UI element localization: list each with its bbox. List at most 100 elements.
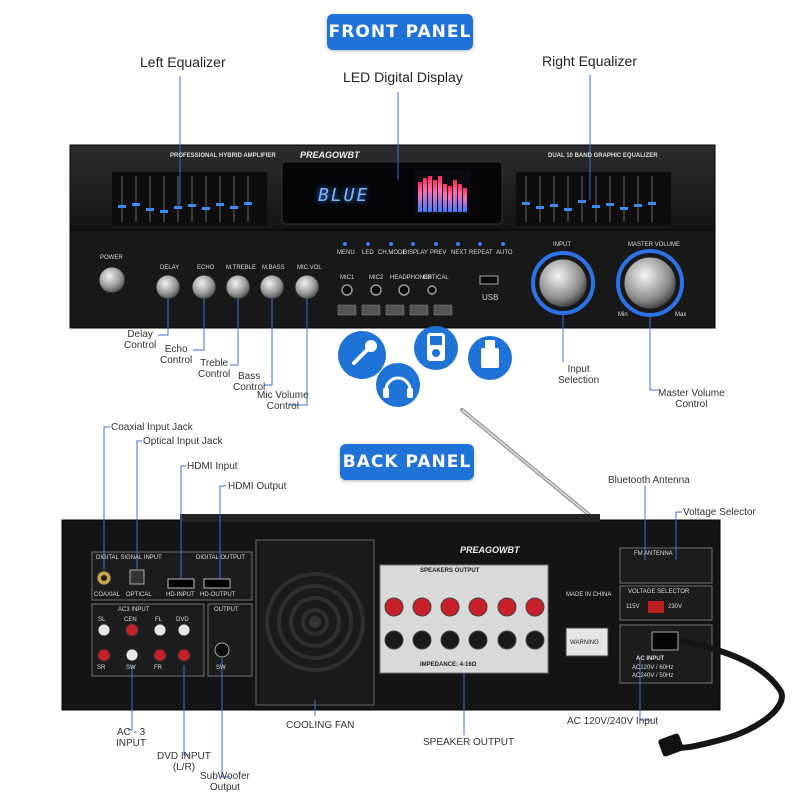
master-max-label: Max xyxy=(675,312,687,318)
warning-text: WARNING xyxy=(570,640,599,646)
knob-label-delay: DELAY xyxy=(160,265,180,271)
master-min-label: Min xyxy=(618,312,628,318)
button-label-menu: MENU xyxy=(337,250,355,256)
knob-label-treble: M.TREBLE xyxy=(226,265,257,271)
label-voltage-selector: Voltage Selector xyxy=(683,507,756,518)
front-brand-logo: PREAGOWBT xyxy=(300,150,360,160)
optical-jack xyxy=(129,569,145,585)
jack-label-headphones: HEADPHONES xyxy=(390,275,433,281)
bass-knob xyxy=(259,274,285,300)
hd-input-label: HD-INPUT xyxy=(166,592,195,598)
back-callout-lines xyxy=(103,426,682,778)
dvd-right-jack xyxy=(177,648,191,662)
led-display-text: BLUE xyxy=(318,185,370,206)
usb-port xyxy=(479,275,499,285)
button-label-auto: AUTO xyxy=(496,250,513,256)
button-label-next: NEXT xyxy=(451,250,468,256)
subwoofer-jack xyxy=(214,642,230,658)
label-left-equalizer: Left Equalizer xyxy=(140,54,226,70)
label-ac3-input: AC - 3 INPUT xyxy=(116,727,146,749)
voltage-selector-block xyxy=(619,585,713,621)
ipod-icon xyxy=(414,326,458,370)
label-bluetooth-antenna: Bluetooth Antenna xyxy=(608,475,690,486)
echo-knob xyxy=(191,274,217,300)
optical-label: OPTICAL xyxy=(126,592,152,598)
aux-jack xyxy=(427,285,437,295)
microphone-icon xyxy=(338,331,386,379)
power-button xyxy=(98,266,126,294)
jack-label-sw: SW xyxy=(126,665,136,671)
front-title-right: DUAL 10 BAND GRAPHIC EQUALIZER xyxy=(548,153,658,159)
sub-jack-label-sw: SW xyxy=(216,665,226,671)
headphones-icon xyxy=(376,363,420,407)
ac-spec-120: AC120V / 60Hz xyxy=(632,665,674,671)
label-mic-volume-control: Mic Volume Control xyxy=(257,390,309,412)
label-bass-control: Bass Control xyxy=(233,371,266,393)
front-panel xyxy=(69,144,716,329)
front-callout-lines xyxy=(158,75,658,406)
button-label-display: DISPLAY xyxy=(403,250,428,256)
treble-knob xyxy=(225,274,251,300)
digital-input-block xyxy=(91,551,253,601)
voltage-selector-title: VOLTAGE SELECTOR xyxy=(628,589,690,595)
hd-output-label: HD-OUTPUT xyxy=(200,592,236,598)
input-knob-label: INPUT xyxy=(553,242,571,248)
hdmi-input-port xyxy=(167,578,195,589)
ac-spec-240: AC240V / 50Hz xyxy=(632,673,674,679)
button-label-ch-mode: CH.MODE xyxy=(378,250,407,256)
digital-signal-input-title: DIGITAL SIGNAL INPUT xyxy=(96,555,162,561)
label-subwoofer-output: SubWoofer Output xyxy=(200,771,250,793)
ac-input-title: AC INPUT xyxy=(636,656,665,662)
label-treble-control: Treble Control xyxy=(198,358,231,380)
led-digital-display xyxy=(281,161,503,225)
headphones-jack xyxy=(398,284,410,296)
hdmi-output-port xyxy=(203,578,231,589)
label-echo-control: Echo Control xyxy=(160,344,193,366)
label-speaker-output: SPEAKER OUTPUT xyxy=(423,737,515,748)
mic2-jack xyxy=(370,284,382,296)
label-input-selection: Input Selection xyxy=(558,364,600,386)
made-in-china-label: MADE IN CHINA xyxy=(566,592,612,598)
label-hdmi-input: HDMI Input xyxy=(187,461,238,472)
voltage-selector-switch xyxy=(648,601,664,613)
back-brand-logo: PREAGOWBT xyxy=(460,545,520,555)
power-label: POWER xyxy=(100,255,123,261)
master-knob-label: MASTER VOLUME xyxy=(628,242,681,248)
power-cord xyxy=(675,637,785,751)
label-delay-control: Delay Control xyxy=(124,329,157,351)
voltage-230-label: 230V xyxy=(668,604,683,610)
voltage-115-label: 115V xyxy=(626,604,640,610)
button-label-repeat: REPEAT xyxy=(469,250,493,256)
coaxial-label: COAXIAL xyxy=(94,592,121,598)
label-optical-input-jack: Optical Input Jack xyxy=(143,436,223,447)
label-coaxial-input-jack: Coaxial Input Jack xyxy=(111,422,193,433)
button-label-led: LED xyxy=(362,250,374,256)
usb-label: USB xyxy=(482,293,499,302)
jack-label-fl: FL xyxy=(155,617,163,623)
label-dvd-input: DVD INPUT (L/R) xyxy=(157,751,211,773)
small-knobs xyxy=(155,274,320,300)
knob-label-echo: ECHO xyxy=(197,265,215,271)
delay-knob xyxy=(155,274,181,300)
label-ac-input: AC 120V/240V Input xyxy=(567,716,659,727)
warning-label xyxy=(565,627,609,657)
button-label-prev: PREV xyxy=(430,250,447,256)
jack-label-fr: FR xyxy=(154,665,162,671)
ac3-input-block xyxy=(91,603,205,677)
digital-output-title: DIGITAL OUTPUT xyxy=(196,555,246,561)
left-equalizer-sliders xyxy=(112,172,267,226)
jack-label-dvd: DVD xyxy=(176,617,189,623)
back-panel-header: BACK PANEL xyxy=(340,444,474,480)
ac3-input-title: AC3 INPUT xyxy=(118,607,150,613)
jack-label-mic1: MIC1 xyxy=(340,275,355,281)
dvd-left-jack xyxy=(177,623,191,637)
front-panel-header: FRONT PANEL xyxy=(327,14,473,50)
usb-drive-icon xyxy=(468,336,512,380)
label-led-display: LED Digital Display xyxy=(343,69,463,85)
knob-label-bass: M.BASS xyxy=(262,265,285,271)
speaker-terminals xyxy=(384,597,545,650)
subwoofer-output-block xyxy=(207,603,253,677)
front-jacks xyxy=(341,284,437,296)
impedance-label: IMPEDANCE: 4-16Ω xyxy=(420,662,477,668)
